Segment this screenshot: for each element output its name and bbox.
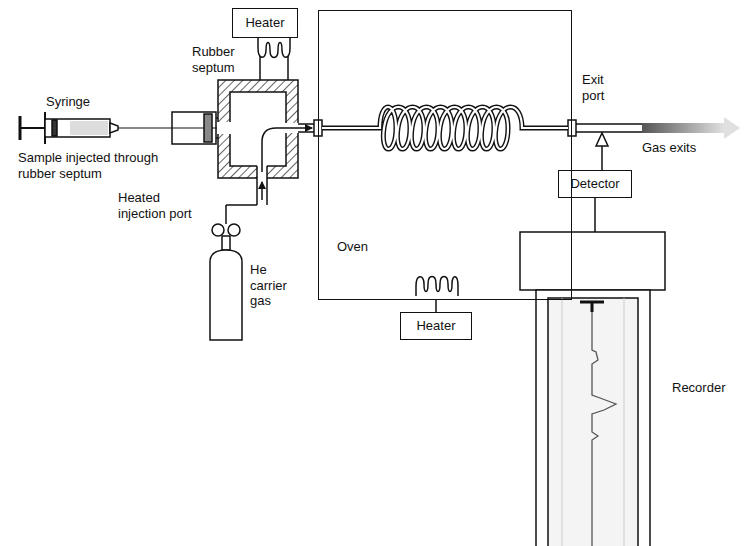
heater-box: Heater — [232, 8, 298, 38]
heater-coil — [258, 38, 290, 80]
part-label: Gas exits — [642, 140, 742, 156]
gas-cylinder — [210, 205, 257, 340]
node-text: Oven — [337, 239, 368, 255]
connector-line — [435, 300, 437, 312]
part-label: Syringe — [46, 94, 126, 110]
oven-box: Oven — [318, 10, 572, 300]
septum-holder — [172, 112, 218, 144]
node-text: Recorder — [672, 380, 725, 396]
part-label: Sample injected through rubber septum — [18, 150, 168, 181]
heater-coil — [416, 277, 458, 297]
part-label: Rubber septum — [192, 44, 250, 75]
recorder-unit: Recorder — [520, 232, 742, 546]
part-label: Heated injection port — [118, 190, 210, 221]
heater-box: Heater — [400, 312, 472, 340]
detector-box: Detector — [558, 170, 632, 198]
recorder-housing — [520, 232, 665, 546]
node-text: Heater — [245, 15, 284, 31]
column-coil — [314, 107, 576, 149]
part-label: Exit port — [582, 72, 622, 103]
injection-port — [217, 80, 316, 205]
connector-line — [594, 198, 596, 232]
node-text: Heater — [416, 318, 455, 334]
part-label: He carrier gas — [250, 262, 306, 309]
node-text: Detector — [570, 176, 619, 192]
